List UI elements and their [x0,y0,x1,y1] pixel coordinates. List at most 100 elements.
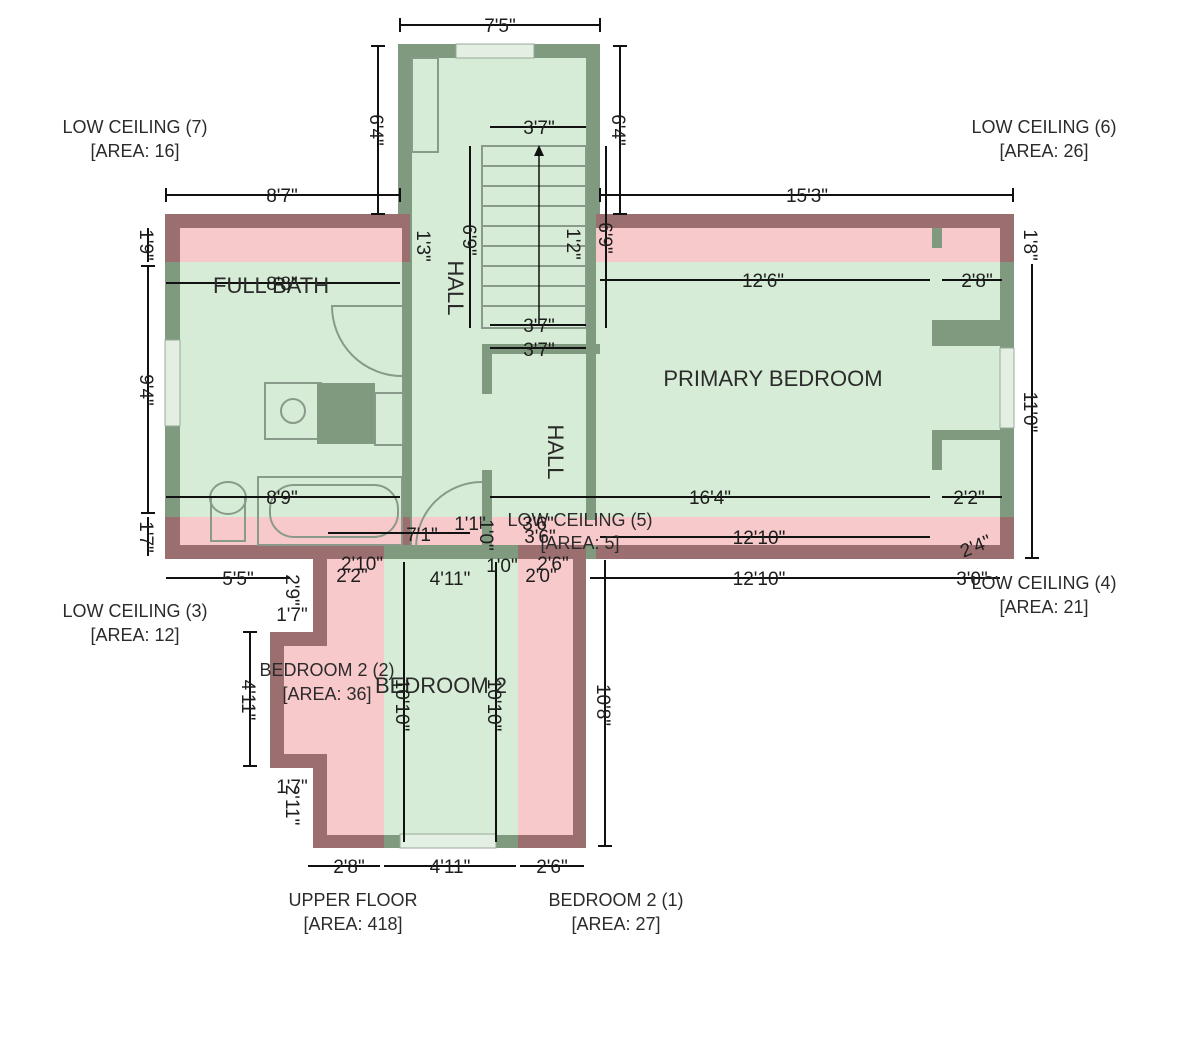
dim-b2-right-top-c: 2'6" [537,554,569,575]
dim-top-width: 7'5" [484,16,516,37]
dim-bedroom-top-low: 1'8" [1019,229,1040,261]
bedroom-floor [596,262,1000,517]
bedroom-2-2-area: [AREA: 36] [282,684,371,704]
dim-b2-alcove-d: 2'11" [281,785,302,826]
hall-low-bottom [412,517,482,545]
upper-hall-floor [412,58,586,358]
dim-b2-center-top: 4'11" [430,569,471,590]
dim-b2-alcove-height: 4'11" [237,680,258,721]
dim-bath-top-width: 8'7" [266,186,298,207]
dim-b2-low-top-a: 2'10" [341,554,383,575]
closet-wall-top [932,228,942,248]
dim-bedroom-height: 11'0" [1019,392,1040,433]
upper-floor-label: UPPER FLOOR [288,890,417,910]
bedroom-2-1-label: BEDROOM 2 (1) [548,890,683,910]
dim-hall-small-1: 1'1" [454,514,486,535]
room-hall-lower: HALL [543,424,568,479]
dim-b2-bottom-left: 2'8" [333,857,365,878]
dim-bath-low-height: 1'9" [135,229,156,261]
low-ceiling-3-area: [AREA: 12] [90,625,179,645]
bedroom2-low-alcove [284,646,328,754]
lower-hall-right-wall [586,354,596,394]
bath-cabinet [374,392,404,446]
dim-bath-height: 9'4" [135,374,156,406]
low-ceiling-5-label: LOW CEILING (5) [507,510,652,530]
dim-bedroom-low-width: 12'10" [733,528,786,549]
lower-hall-floor [412,354,586,517]
dim-stair-landing: 3'7" [523,340,555,361]
bedroom-2-1-area: [AREA: 27] [571,914,660,934]
room-bedroom-2: BEDROOM 2 [375,673,507,698]
dim-bedroom-top-width: 15'3" [786,186,828,207]
dim-b2-right-height: 10'8" [592,684,613,726]
dim-bath-bottom-low: 1'7" [135,521,156,553]
window-bath [164,339,181,427]
upper-floor-area: [AREA: 418] [303,914,402,934]
bath-low-top [180,228,402,262]
low-ceiling-6-label: LOW CEILING (6) [971,117,1116,137]
dim-b2-low-top-b: 2'2" [336,566,368,587]
dim-hall-small-3: 3'6" [524,527,556,548]
dim-b2-bottom-center: 4'11" [430,857,471,878]
dim-b2-right-top-b: 2'0" [525,566,557,587]
dim-hall-wall: 1'3" [412,230,433,262]
dim-b2-right-top-a: 1'0" [486,556,518,577]
dim-hall-small-4: 1'0" [475,519,496,551]
dim-bedroom-length: 16'4" [689,488,731,509]
bedroom2-low-right [518,559,573,835]
dim-stair-length: 6'9" [458,224,479,256]
closet-wall-low [932,430,1002,440]
dim-bottom-long: 12'10" [733,569,786,590]
dim-bath-width-overlap: 8'8" [266,274,298,295]
dim-b2-alcove-a: 2'9" [281,574,302,606]
dim-hall-small-2: 3'6" [522,514,554,535]
low-ceiling-6-area: [AREA: 26] [999,141,1088,161]
low-ceiling-7-label: LOW CEILING (7) [62,117,207,137]
bath-door-swing [330,305,403,377]
room-full-bath: FULL BATH [213,273,329,298]
hall-closet [411,57,439,153]
bedroom-2-2-label: BEDROOM 2 (2) [259,660,394,680]
bathtub [257,476,403,546]
low-ceiling-4-label: LOW CEILING (4) [971,573,1116,593]
window-bedroom2 [399,833,497,849]
dim-b2-height-right: 10'10" [483,679,504,732]
dim-closet-top: 2'8" [961,271,993,292]
bedroom2-low-left [327,559,384,835]
dim-bedroom-width: 12'6" [742,271,784,292]
dimension-labels: 7'5" 8'7" 15'3" 3'7" 3'7" 3'7" 8'8" 8'9"… [135,16,1040,878]
dim-stair-right: 6'9" [594,222,615,254]
dim-bath-bottom-width: 8'9" [266,488,298,509]
dim-hall-lower-width: 7'1" [406,525,438,546]
sink-icon [280,398,306,424]
low-ceiling-4-area: [AREA: 21] [999,597,1088,617]
bathtub-inner [269,484,399,538]
dim-b2-bottom-right: 2'6" [536,857,568,878]
dim-left-bottom-width: 5'5" [222,569,254,590]
low-ceiling-3-label: LOW CEILING (3) [62,601,207,621]
lower-hall-right-wall-b [586,470,596,520]
dim-stair-bottom: 3'7" [523,316,555,337]
lower-hall-left-wall-b [482,470,492,545]
staircase [481,145,587,329]
dim-b2-alcove-b: 1'7" [276,605,308,626]
dim-stair-side: 1'2" [562,228,583,260]
dim-corner-bottom: 3'0" [956,569,988,590]
room-primary-bedroom: PRIMARY BEDROOM [663,366,882,391]
low-ceiling-7-area: [AREA: 16] [90,141,179,161]
room-hall-upper: HALL [443,260,468,315]
window-bedroom [999,347,1015,429]
closet-wall-bottom [932,440,942,470]
hall-door-swing [415,481,483,549]
dim-b2-height-left: 10'10" [391,679,412,732]
dimension-lines [141,18,1039,867]
dim-closet-bottom: 2'2" [953,488,985,509]
dim-stair-top: 3'7" [523,118,555,139]
bedroom-low-corner [932,517,1000,545]
window-top [455,43,535,59]
dim-right-hall-height: 6'4" [607,114,628,146]
low-ceiling-5-area: [AREA: 5] [540,533,619,553]
lower-hall-left-wall [482,354,492,394]
dim-b2-alcove-c: 1'7" [276,777,308,798]
